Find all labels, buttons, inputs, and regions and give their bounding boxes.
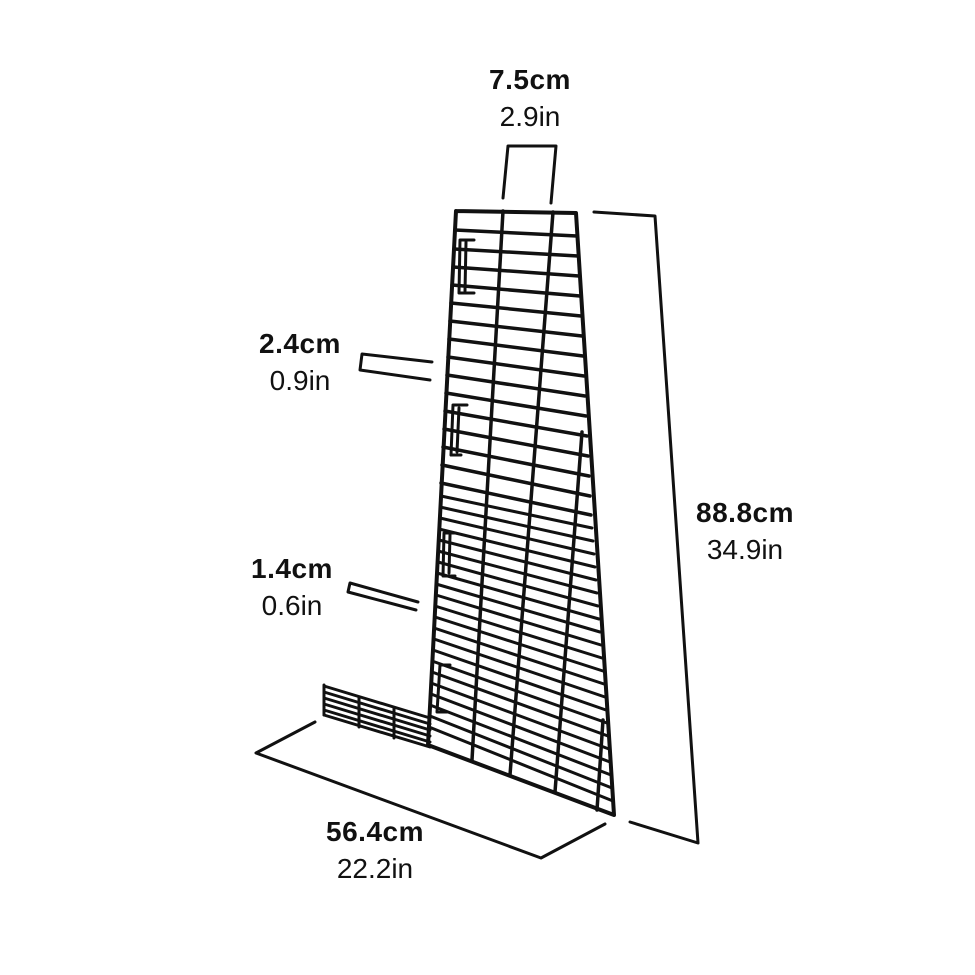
- panel-lower-wires: [427, 494, 615, 803]
- lower-spacing-pointer: [346, 581, 420, 612]
- top-width-cm: 7.5cm: [489, 64, 571, 95]
- panel-clips: [435, 238, 476, 714]
- height-label: 88.8cm 34.9in: [670, 499, 820, 564]
- lower-spacing-cm: 1.4cm: [251, 553, 333, 584]
- upper-spacing-in: 0.9in: [269, 365, 331, 396]
- length-in: 22.2in: [336, 853, 414, 884]
- upper-spacing-pointer: [358, 352, 434, 382]
- length-bracket: [254, 720, 607, 860]
- upper-spacing-label: 2.4cm 0.9in: [230, 330, 370, 395]
- lower-spacing-in: 0.6in: [261, 590, 323, 621]
- panel-upper-wires: [439, 228, 593, 517]
- length-cm: 56.4cm: [326, 816, 424, 847]
- top-width-label: 7.5cm 2.9in: [455, 66, 605, 131]
- top-width-bracket: [501, 144, 558, 205]
- top-width-in: 2.9in: [499, 101, 561, 132]
- lower-spacing-label: 1.4cm 0.6in: [222, 555, 362, 620]
- height-cm: 88.8cm: [696, 497, 794, 528]
- height-bracket: [592, 210, 700, 845]
- height-in: 34.9in: [706, 534, 784, 565]
- extension-panel: [322, 683, 432, 749]
- length-label: 56.4cm 22.2in: [300, 818, 450, 883]
- upper-spacing-cm: 2.4cm: [259, 328, 341, 359]
- panel-outline: [426, 209, 616, 817]
